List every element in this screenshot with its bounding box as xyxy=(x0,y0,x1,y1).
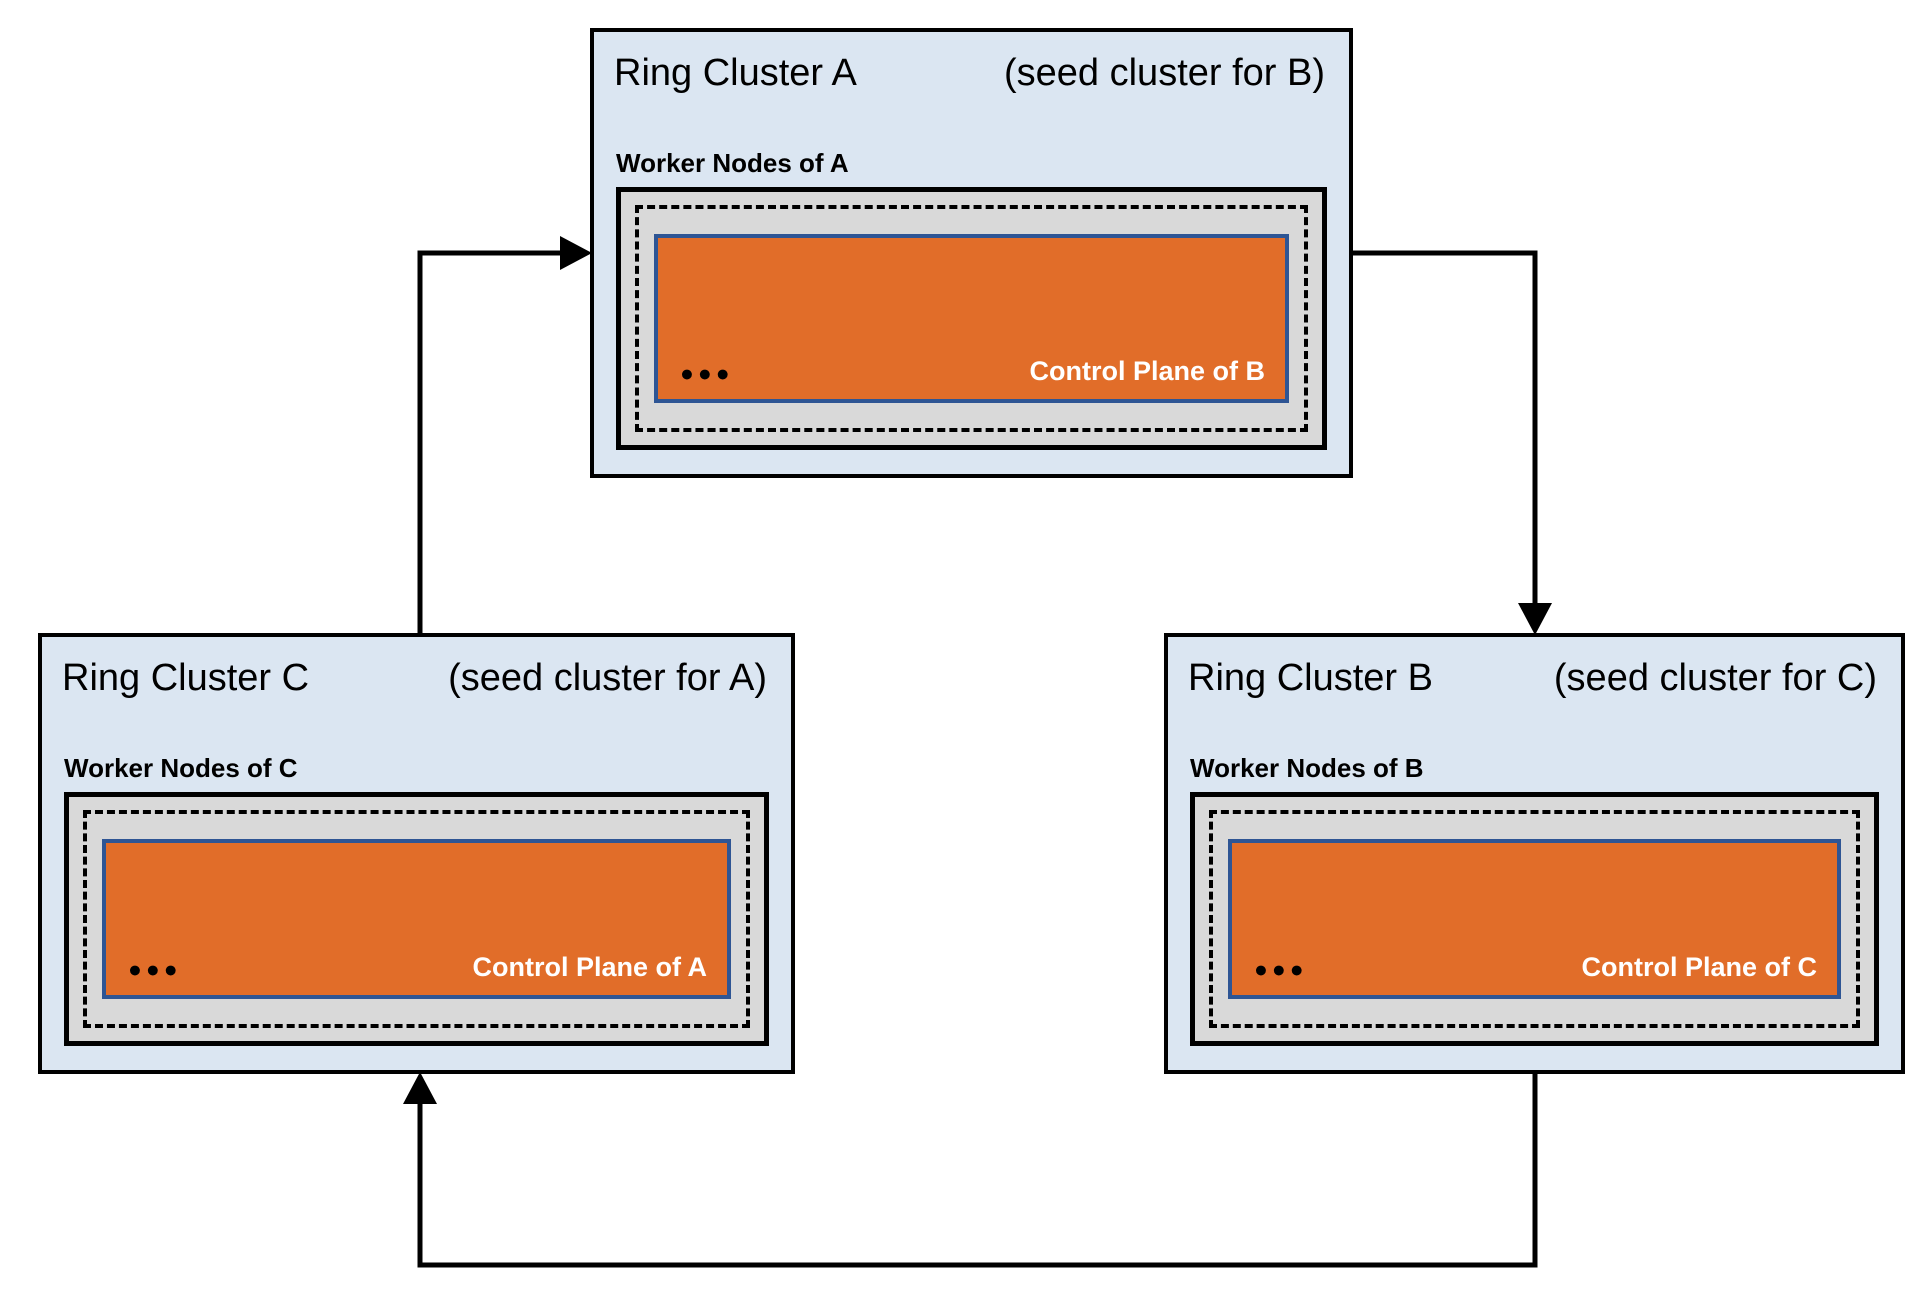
worker-node-dashed-outline: ●●● Control Plane of C xyxy=(1209,810,1860,1028)
worker-nodes-box: ●●● Control Plane of C xyxy=(1190,792,1879,1046)
control-plane-label: Control Plane of C xyxy=(1581,952,1818,982)
cluster-subtitle: (seed cluster for C) xyxy=(1553,657,1877,699)
ring-cluster-c: Ring Cluster C (seed cluster for A) Work… xyxy=(38,633,795,1074)
cluster-title: Ring Cluster A xyxy=(614,52,857,94)
arrow-a-to-b xyxy=(1353,250,1552,635)
worker-nodes-label: Worker Nodes of A xyxy=(616,148,849,178)
ring-cluster-b: Ring Cluster B (seed cluster for C) Work… xyxy=(1164,633,1905,1074)
cluster-title-row: Ring Cluster B (seed cluster for C) xyxy=(1188,657,1877,701)
cluster-title-row: Ring Cluster C (seed cluster for A) xyxy=(62,657,767,701)
arrow-c-to-a xyxy=(417,236,592,633)
ellipsis-dots: ●●● xyxy=(128,956,182,982)
ellipsis-dots: ●●● xyxy=(1254,956,1308,982)
worker-nodes-box: ●●● Control Plane of A xyxy=(64,792,769,1046)
cluster-subtitle: (seed cluster for B) xyxy=(1004,52,1325,94)
worker-nodes-label: Worker Nodes of B xyxy=(1190,753,1424,783)
control-plane-box: ●●● Control Plane of B xyxy=(654,234,1289,403)
control-plane-box: ●●● Control Plane of C xyxy=(1228,839,1841,999)
cluster-title: Ring Cluster B xyxy=(1188,657,1433,699)
worker-nodes-box: ●●● Control Plane of B xyxy=(616,187,1327,450)
control-plane-box: ●●● Control Plane of A xyxy=(102,839,731,999)
worker-node-dashed-outline: ●●● Control Plane of A xyxy=(83,810,750,1028)
worker-node-dashed-outline: ●●● Control Plane of B xyxy=(635,205,1308,432)
worker-nodes-label: Worker Nodes of C xyxy=(64,753,298,783)
cluster-title: Ring Cluster C xyxy=(62,657,310,699)
ellipsis-dots: ●●● xyxy=(680,360,734,386)
ring-cluster-a: Ring Cluster A (seed cluster for B) Work… xyxy=(590,28,1353,478)
control-plane-label: Control Plane of A xyxy=(472,952,708,982)
cluster-subtitle: (seed cluster for A) xyxy=(448,657,767,699)
arrow-b-to-c xyxy=(403,1072,1538,1268)
control-plane-label: Control Plane of B xyxy=(1029,356,1266,386)
cluster-title-row: Ring Cluster A (seed cluster for B) xyxy=(614,52,1325,96)
